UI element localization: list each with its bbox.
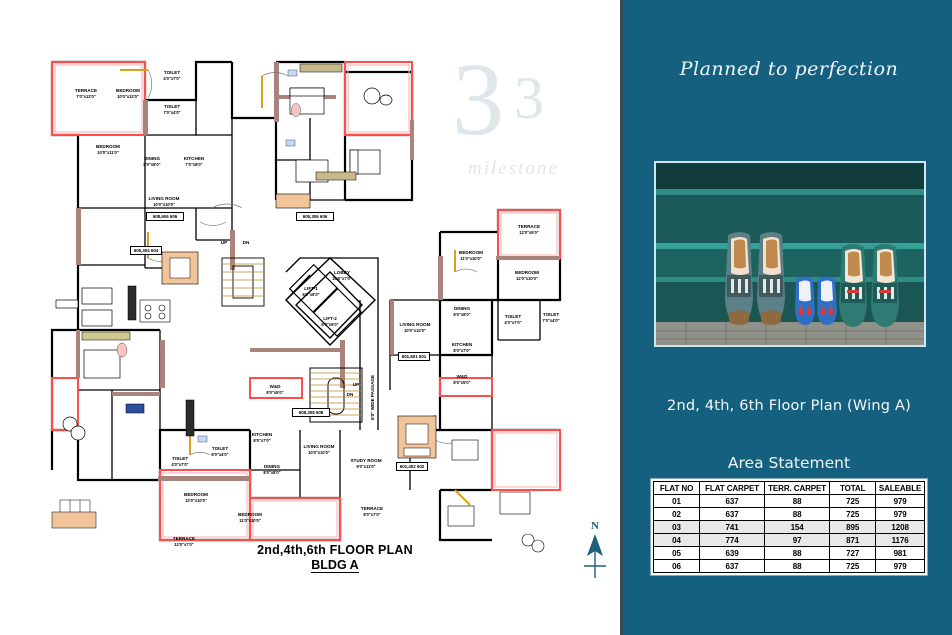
cell-flat-carpet: 774: [699, 533, 766, 547]
tagline: Planned to perfection: [679, 58, 899, 80]
cell-terr-carpet: 88: [764, 494, 831, 508]
col-header-flat-carpet: FLAT CARPET: [699, 481, 766, 495]
cell-total: 871: [829, 533, 877, 547]
table-row: 03 741 154 895 1208: [652, 520, 925, 534]
cell-terr-carpet: 154: [764, 520, 831, 534]
stair-dn-label-2: DN: [346, 392, 354, 397]
cell-terr-carpet: 88: [764, 507, 831, 521]
cell-saleable: 1176: [875, 533, 925, 547]
cell-flat-no: 01: [652, 494, 701, 508]
cell-total: 727: [829, 546, 877, 560]
col-header-terr-carpet: TERR. CARPET: [764, 481, 831, 495]
col-header-total: TOTAL: [829, 481, 877, 495]
stair-dn-label-1: DN: [242, 240, 250, 245]
table-row: 04 774 97 871 1176: [652, 533, 925, 547]
cell-total: 725: [829, 494, 877, 508]
cell-flat-carpet: 637: [699, 559, 766, 573]
flat-number-box-1: 608,606 606: [146, 212, 184, 222]
cell-flat-no: 02: [652, 507, 701, 521]
area-statement-body: 01 637 88 725 979 02 637 88 725 979: [652, 494, 925, 573]
cell-total: 895: [829, 520, 877, 534]
cell-flat-carpet: 639: [699, 546, 766, 560]
cell-terr-carpet: 97: [764, 533, 831, 547]
compass-north-label: N: [591, 520, 599, 532]
col-header-flat-no: FLAT NO: [652, 481, 701, 495]
floor-plan-drawing: [50, 60, 562, 553]
cell-saleable: 979: [875, 559, 925, 573]
cell-flat-carpet: 637: [699, 494, 766, 508]
cell-flat-carpet: 741: [699, 520, 766, 534]
cell-terr-carpet: 88: [764, 559, 831, 573]
cell-flat-no: 05: [652, 546, 701, 560]
flat-number-box-2: 605,304 604: [130, 246, 162, 256]
cell-saleable: 979: [875, 494, 925, 508]
cell-flat-carpet: 637: [699, 507, 766, 521]
table-row: 06 637 88 725 979: [652, 559, 925, 573]
info-panel: Planned to perfection: [620, 0, 952, 635]
area-statement-table-wrapper: FLAT NO FLAT CARPET TERR. CARPET TOTAL S…: [650, 478, 928, 576]
photo-caption: 2nd, 4th, 6th Floor Plan (Wing A): [667, 398, 911, 414]
area-statement-title: Area Statement: [727, 454, 851, 472]
clogs-photo: [654, 161, 926, 347]
cell-saleable: 981: [875, 546, 925, 560]
stair-up-label-1: UP: [220, 240, 228, 245]
flat-number-box-5: 608,308 608: [292, 408, 330, 418]
cell-total: 725: [829, 507, 877, 521]
flat-number-box-4: 601,601 601: [398, 352, 430, 362]
table-header-row: FLAT NO FLAT CARPET TERR. CARPET TOTAL S…: [652, 481, 925, 495]
plan-title: 2nd,4th,6th FLOOR PLAN: [257, 543, 413, 557]
table-row: 02 637 88 725 979: [652, 507, 925, 521]
cell-flat-no: 06: [652, 559, 701, 573]
col-header-saleable: SALEABLE: [875, 481, 925, 495]
flat-number-box-6: 602,402 602: [396, 462, 428, 472]
compass-arrow-icon: [584, 534, 606, 578]
table-row: 05 639 88 727 981: [652, 546, 925, 560]
table-row: 01 637 88 725 979: [652, 494, 925, 508]
flat-number-box-3: 605,306 606: [296, 212, 334, 222]
passage-label: 6'0" WIDE PASSAGE: [370, 374, 375, 420]
cell-terr-carpet: 88: [764, 546, 831, 560]
stair-up-label-2: UP: [352, 382, 360, 387]
cell-flat-no: 03: [652, 520, 701, 534]
cell-total: 725: [829, 559, 877, 573]
cell-saleable: 1208: [875, 520, 925, 534]
area-statement-table: FLAT NO FLAT CARPET TERR. CARPET TOTAL S…: [652, 481, 925, 573]
north-compass: N: [572, 520, 618, 582]
cell-saleable: 979: [875, 507, 925, 521]
cell-flat-no: 04: [652, 533, 701, 547]
plan-building-label: BLDG A: [311, 558, 359, 573]
